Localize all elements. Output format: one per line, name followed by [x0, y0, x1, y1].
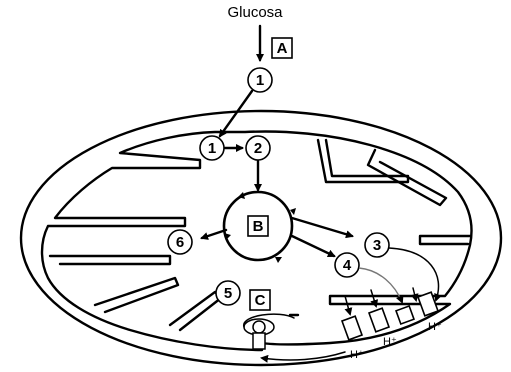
transport-chain	[340, 291, 440, 341]
crista-top-right-1	[316, 138, 410, 184]
path-4-to-chain	[358, 267, 404, 304]
cycle-arrow-4	[238, 192, 245, 199]
step-5	[215, 280, 241, 306]
input-arrow-1	[344, 295, 353, 316]
crista-right	[418, 234, 472, 246]
proton-label-3: H⁺	[428, 321, 442, 333]
crista-left-2	[93, 276, 180, 314]
path-3-to-chain	[388, 247, 442, 302]
box-a	[271, 37, 293, 59]
arrow-1-to-1	[218, 89, 254, 138]
proton-label-2: H⁺	[383, 336, 397, 348]
crista-bottom	[168, 290, 223, 332]
crista-top-right-2	[366, 148, 448, 207]
box-b-label: B	[253, 218, 264, 235]
proton-return-path	[260, 351, 346, 363]
step-1-outside	[247, 67, 273, 93]
step-2-label: 2	[254, 140, 262, 157]
complex-2	[367, 307, 391, 333]
complex-4	[416, 291, 440, 317]
arrow-cycle-to-6	[200, 228, 228, 240]
box-b	[247, 215, 269, 237]
step-3	[364, 232, 390, 258]
box-a-label: A	[277, 40, 288, 57]
inner-membrane	[40, 130, 473, 352]
glucose-label: Glucosa	[227, 4, 283, 21]
step-1-inside-label: 1	[208, 140, 216, 157]
atp-synthase-arc	[243, 313, 295, 328]
crista-left-1	[48, 254, 172, 266]
step-3-label: 3	[373, 237, 381, 254]
cycle-arrow-3	[224, 233, 231, 240]
complex-1	[340, 315, 364, 341]
input-arrow-2	[370, 289, 379, 308]
step-4	[334, 252, 360, 278]
atp-synthase-stalk	[252, 332, 266, 350]
step-5-label: 5	[224, 285, 232, 302]
cycle-arrow-2	[275, 257, 282, 263]
arrow-cycle-to-3	[290, 216, 354, 239]
step-6	[167, 229, 193, 255]
cycle-arrow-1	[290, 208, 296, 215]
arrow-cycle-to-4	[290, 234, 336, 258]
proton-label-1: H⁺	[350, 349, 364, 361]
step-4-label: 4	[343, 257, 352, 274]
input-arrow-3	[410, 287, 419, 302]
atp-synthase-core	[252, 320, 266, 334]
step-6-label: 6	[176, 234, 184, 251]
box-c	[249, 289, 271, 311]
complex-3	[395, 305, 415, 325]
outer-membrane	[19, 109, 503, 367]
box-c-label: C	[255, 292, 266, 309]
atp-synthase	[243, 318, 275, 350]
step-1-outside-label: 1	[256, 72, 264, 89]
